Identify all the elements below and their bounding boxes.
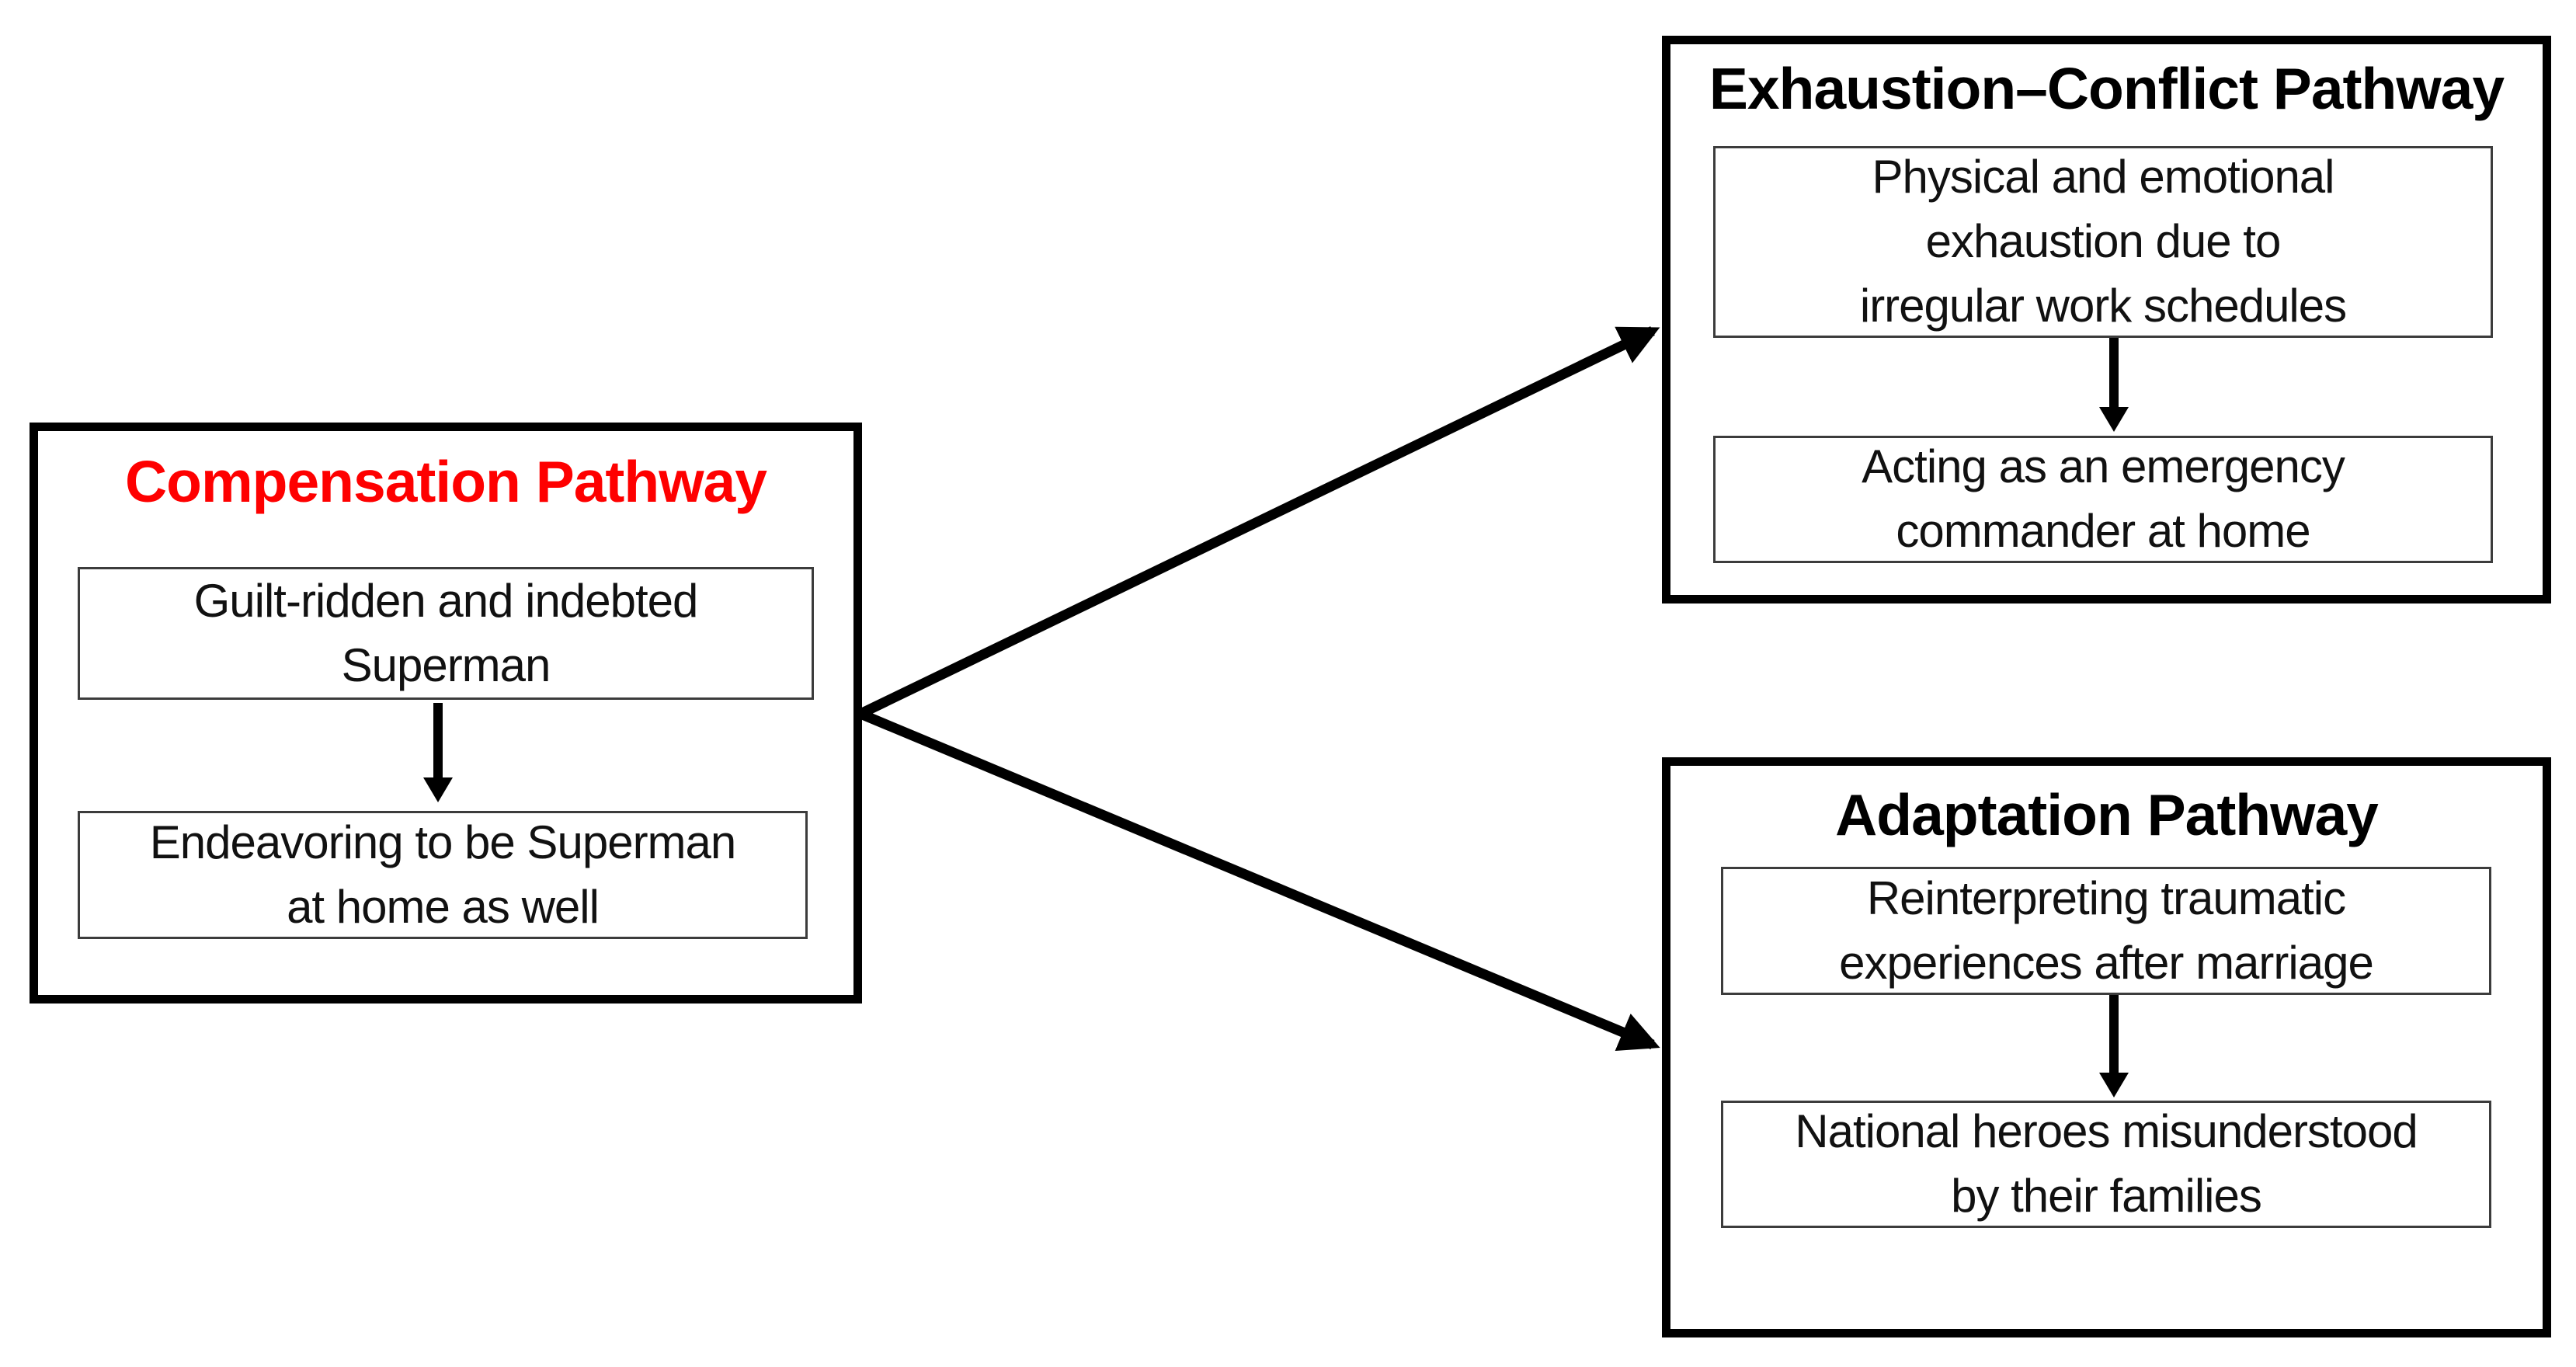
arrow-head xyxy=(2099,407,2129,432)
exhaustion-step-2-box: Acting as an emergency commander at home xyxy=(1713,436,2493,563)
compensation-step-2-text: Endeavoring to be Superman at home as we… xyxy=(149,816,737,933)
compensation-pathway-box: Compensation Pathway Guilt-ridden and in… xyxy=(30,423,862,1004)
arrow-shaft xyxy=(2109,338,2119,408)
adaptation-pathway-title: Adaptation Pathway xyxy=(1835,782,2379,847)
arrow-shaft xyxy=(2109,995,2119,1073)
arrow-head xyxy=(2099,1073,2129,1097)
exhaustion-conflict-pathway-title: Exhaustion–Conflict Pathway xyxy=(1709,56,2505,121)
exhaustion-step-1-text: Physical and emotional exhaustion due to… xyxy=(1859,151,2347,332)
adaptation-step-2-text: National heroes misunderstood by their f… xyxy=(1795,1105,2418,1222)
compensation-pathway-title: Compensation Pathway xyxy=(125,449,767,514)
adaptation-step-1-box: Reinterpreting traumatic experiences aft… xyxy=(1721,867,2491,995)
exhaustion-conflict-pathway-box: Exhaustion–Conflict Pathway Physical and… xyxy=(1662,36,2551,603)
down-arrow-icon xyxy=(423,703,453,802)
adaptation-pathway-box: Adaptation Pathway Reinterpreting trauma… xyxy=(1662,757,2551,1337)
connector-arrow-to-exhaustion xyxy=(858,326,1660,718)
compensation-step-1-text: Guilt-ridden and indebted Superman xyxy=(193,574,699,691)
adaptation-step-1-text: Reinterpreting traumatic experiences aft… xyxy=(1839,871,2374,989)
exhaustion-step-1-box: Physical and emotional exhaustion due to… xyxy=(1713,146,2493,338)
down-arrow-icon xyxy=(2099,995,2129,1097)
down-arrow-icon xyxy=(2099,338,2129,432)
connector-arrow-to-adaptation xyxy=(858,709,1660,1051)
compensation-step-1-box: Guilt-ridden and indebted Superman xyxy=(78,567,814,700)
arrow-head xyxy=(423,777,453,802)
exhaustion-step-2-text: Acting as an emergency commander at home xyxy=(1862,440,2345,557)
arrow-shaft xyxy=(433,703,443,778)
compensation-step-2-box: Endeavoring to be Superman at home as we… xyxy=(78,811,808,939)
adaptation-step-2-box: National heroes misunderstood by their f… xyxy=(1721,1101,2491,1228)
